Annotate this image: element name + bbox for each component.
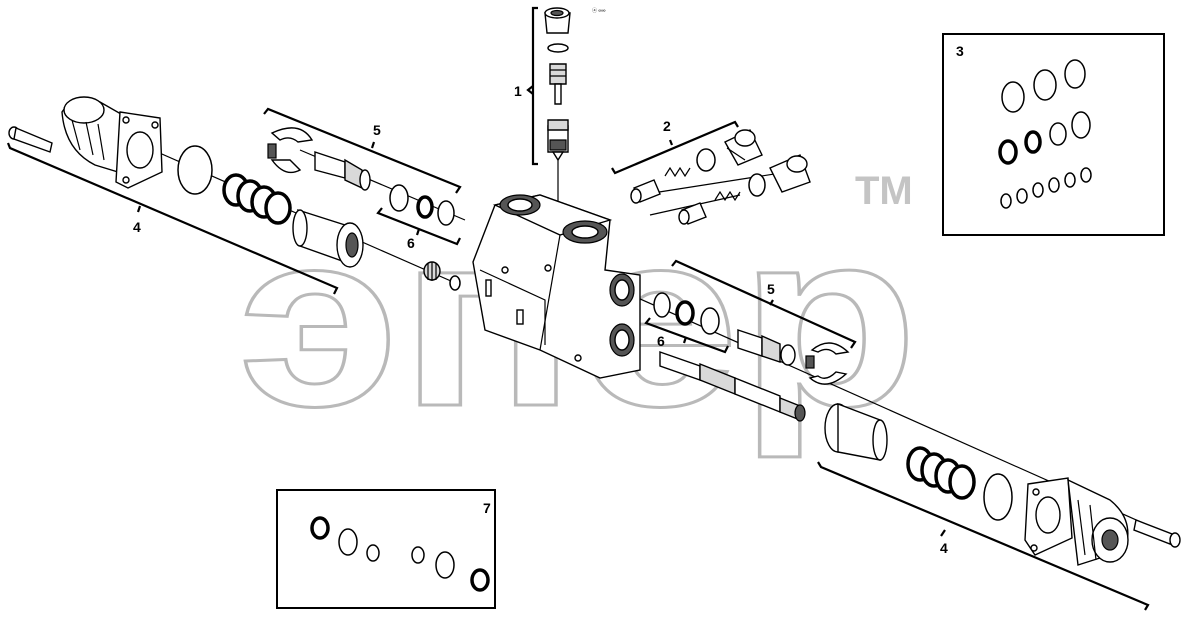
mid-ring-a <box>653 292 671 318</box>
left-spring <box>222 173 292 225</box>
kit-box-7 <box>276 489 496 609</box>
left-cap-o-ring <box>177 145 213 195</box>
section2-plug-lower <box>769 154 811 193</box>
valve-body <box>472 194 641 379</box>
mid-ring-b <box>675 300 695 326</box>
callout-brackets <box>6 6 1150 611</box>
section2-ring-upper <box>696 148 716 172</box>
mid-circlip <box>805 342 850 385</box>
control-spool <box>659 351 806 422</box>
reference-mark: ⓐ ∞∞ <box>592 7 606 14</box>
callout-5-mid: 5 <box>767 281 775 297</box>
left-plug-screw <box>423 261 441 281</box>
callout-3: 3 <box>956 43 964 59</box>
left-spring-seat <box>292 209 364 268</box>
callout-4-right: 4 <box>940 540 948 556</box>
section2-spring-lower <box>714 190 741 202</box>
left-tie-bolt <box>8 126 53 153</box>
right-cap-o-ring <box>983 473 1013 521</box>
mid-ring-c <box>700 307 720 335</box>
callout-4-left: 4 <box>133 219 141 235</box>
section2-ring-lower <box>748 173 766 197</box>
left-end-cap <box>61 96 163 189</box>
top-plug-o-ring <box>547 43 569 53</box>
kit-box-3 <box>942 33 1165 236</box>
right-tie-bolt <box>1133 519 1181 548</box>
callout-6-mid: 6 <box>657 333 665 349</box>
check-valve-poppet <box>549 63 567 105</box>
right-spring-seat <box>824 402 888 461</box>
section2-plug-upper <box>724 129 763 166</box>
top-relief-valve <box>314 151 371 191</box>
top-plug-cap <box>544 7 571 34</box>
right-end-cap <box>1024 477 1129 566</box>
callout-5-top: 5 <box>373 122 381 138</box>
callout-7: 7 <box>483 500 491 516</box>
callout-2: 2 <box>663 118 671 134</box>
top-ring-large-b <box>437 200 455 226</box>
top-circlip <box>267 127 314 174</box>
top-ring-small <box>416 195 434 219</box>
watermark-trademark: TM <box>855 169 913 213</box>
section2-spring-upper <box>664 166 691 178</box>
section2-poppet-upper <box>630 179 661 204</box>
right-spring <box>906 446 976 500</box>
top-ring-large-a <box>389 184 409 212</box>
section2-poppet-lower <box>678 202 707 225</box>
callout-6-left: 6 <box>407 235 415 251</box>
callout-1: 1 <box>514 83 522 99</box>
check-valve-body <box>547 119 569 162</box>
left-plug-o-ring <box>449 275 461 291</box>
mid-relief-valve <box>737 329 796 366</box>
